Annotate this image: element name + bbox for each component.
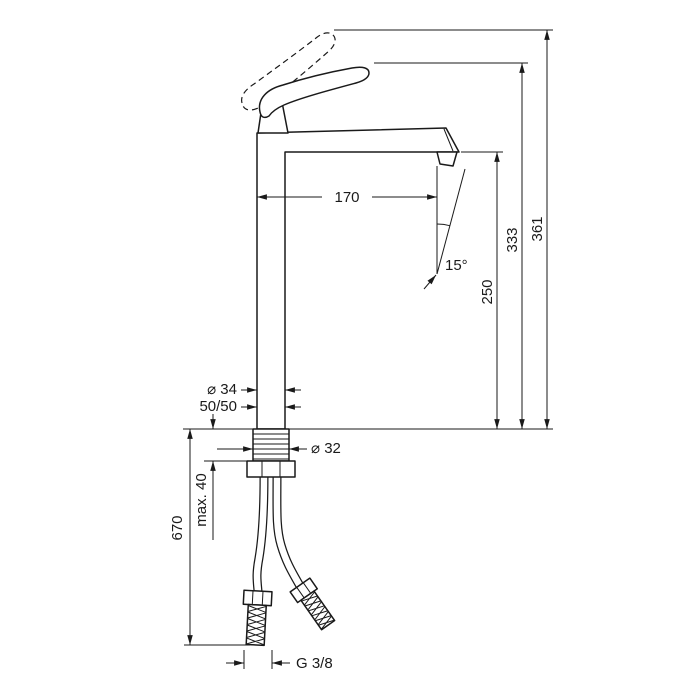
dimension-spout-reach: 170	[257, 189, 437, 206]
aerator	[436, 151, 458, 167]
dimension-max-mounting: max. 40	[193, 414, 251, 540]
angle-line	[436, 168, 466, 275]
fitting-nut	[242, 589, 273, 607]
dim-label-max-mounting: max. 40	[193, 473, 210, 526]
arrow-line	[423, 274, 437, 290]
dimension-thread-size: G 3/8	[226, 650, 333, 672]
supply-hose-left	[252, 476, 269, 592]
dimension-shank-diameter: ⌀ 32	[217, 440, 341, 457]
hose-fill	[273, 476, 303, 588]
dimensions: 361 333 250 170 15°	[169, 29, 553, 672]
dim-label-hose-length: 670	[169, 515, 186, 540]
hose-fitting-right	[289, 577, 336, 631]
dim-label-total-height: 361	[529, 216, 546, 241]
spout-and-riser	[256, 127, 460, 430]
angle-arc	[436, 223, 451, 227]
hose-fill	[253, 476, 268, 592]
dim-label-body-diameter: ⌀ 34	[207, 381, 237, 398]
dim-label-shank-diameter: ⌀ 32	[311, 440, 341, 457]
dimension-handle-height: 333	[374, 62, 528, 429]
mounting-nut	[246, 460, 296, 478]
dimension-hose-length: 670	[169, 429, 250, 646]
dim-label-spout-angle: 15°	[445, 257, 468, 274]
nut-facets	[261, 461, 281, 477]
fitting-nut-facets	[251, 590, 264, 606]
handle-lever	[258, 66, 370, 119]
hatch-lines	[301, 591, 335, 630]
supply-hose-right	[272, 476, 304, 589]
dimension-total-height: 361	[334, 29, 553, 429]
spout-tip-edge	[443, 128, 454, 152]
dimension-body-diameter: ⌀ 34	[207, 381, 301, 398]
dim-label-spout-reach: 170	[334, 189, 359, 206]
thread-lines	[253, 433, 289, 460]
dim-label-spout-height: 250	[479, 279, 496, 304]
faucet-outline	[183, 32, 553, 647]
dim-label-thread-size: G 3/8	[296, 655, 333, 672]
fitting-nut-facets	[296, 582, 312, 599]
dimension-split: 50/50	[199, 398, 301, 415]
hatch-lines	[246, 605, 267, 646]
dimension-spout-height: 250	[461, 151, 503, 429]
handle-lever-alt-position	[241, 32, 336, 111]
dim-label-split: 50/50	[199, 398, 237, 415]
dim-label-handle-height: 333	[504, 227, 521, 252]
hose-fitting-left	[242, 589, 273, 647]
dimension-spout-angle: 15°	[423, 166, 468, 290]
